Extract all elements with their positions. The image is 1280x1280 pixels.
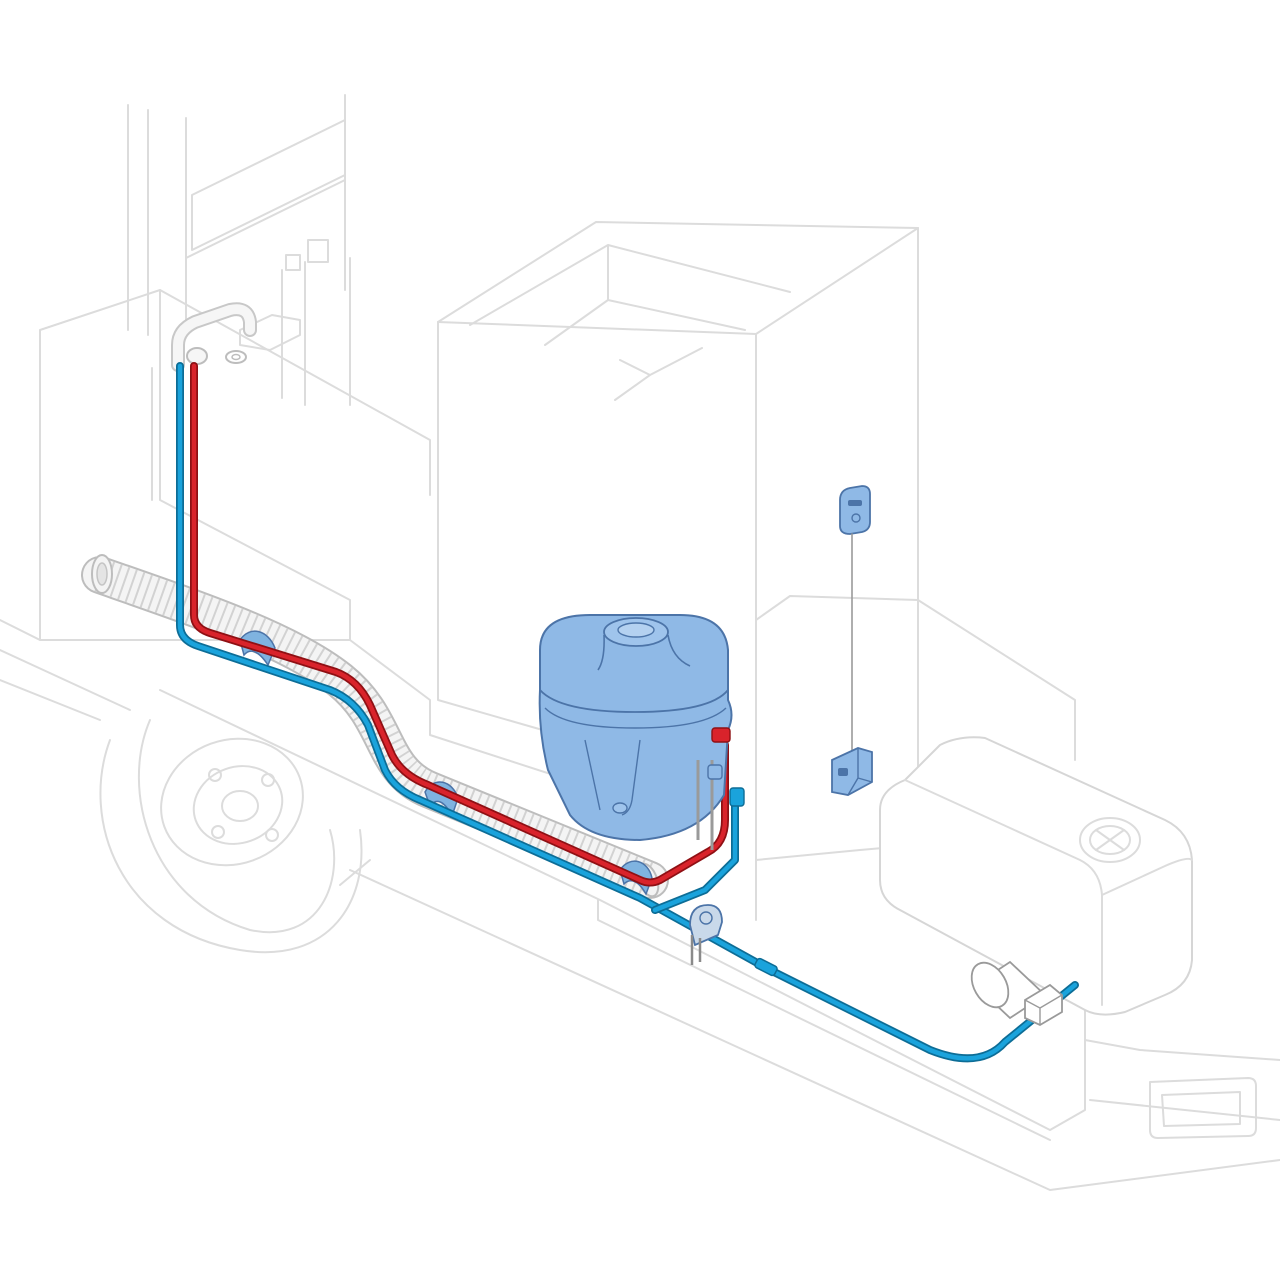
pressure-switch xyxy=(831,747,873,796)
fresh-water-tank xyxy=(879,736,1193,1016)
hot-water-line xyxy=(190,362,729,887)
water-heater-tank xyxy=(538,614,745,850)
water-filter xyxy=(970,960,1063,1027)
vehicle-body xyxy=(0,94,1280,1191)
water-pump xyxy=(689,904,723,965)
cold-water-line xyxy=(176,362,1079,1063)
rear-wheel xyxy=(99,719,371,954)
shower-tap xyxy=(171,302,257,372)
control-panel xyxy=(839,485,871,761)
